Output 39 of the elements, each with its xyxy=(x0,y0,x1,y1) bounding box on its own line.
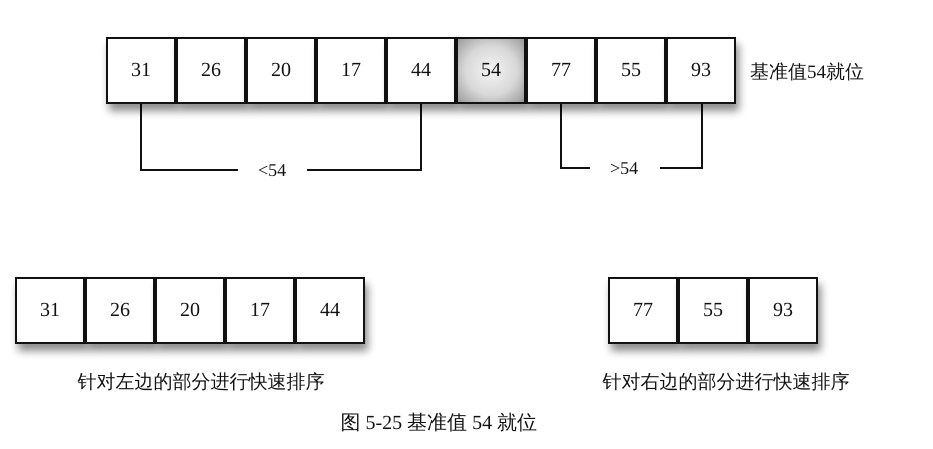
cell-value: 93 xyxy=(691,59,711,82)
array-cell xyxy=(748,277,818,344)
subarray-caption: 针对左边的部分进行快速排序 xyxy=(78,372,324,392)
cell-value: 44 xyxy=(320,299,340,322)
array-cell xyxy=(295,277,365,344)
figure-caption: 图 5-25 基准值 54 就位 xyxy=(340,413,538,433)
cell-value: 17 xyxy=(341,59,361,82)
cell-value: 44 xyxy=(411,59,431,82)
array-cell xyxy=(386,37,456,104)
array-cell xyxy=(316,37,386,104)
array-cell xyxy=(225,277,295,344)
array-cell xyxy=(526,37,596,104)
subarray-caption: 针对右边的部分进行快速排序 xyxy=(602,372,850,392)
cell-value: 55 xyxy=(703,299,723,322)
cell-value: 54 xyxy=(481,59,501,82)
cell-value: 17 xyxy=(250,299,270,322)
cell-value: 26 xyxy=(110,299,130,322)
cell-value: 93 xyxy=(773,299,793,322)
array-cell xyxy=(608,277,678,344)
cell-value: 77 xyxy=(633,299,653,322)
array-cell xyxy=(678,277,748,344)
cell-value: 20 xyxy=(271,59,291,82)
cell-value: 77 xyxy=(551,59,571,82)
cell-value: 55 xyxy=(621,59,641,82)
cell-value: 20 xyxy=(180,299,200,322)
array-cell xyxy=(596,37,666,104)
cell-value: 31 xyxy=(131,59,151,82)
cell-value: 26 xyxy=(201,59,221,82)
array-cell xyxy=(155,277,225,344)
bracket-label: >54 xyxy=(610,159,638,177)
bracket-label: <54 xyxy=(258,161,286,179)
array-cell xyxy=(176,37,246,104)
array-cell xyxy=(666,37,736,104)
array-cell xyxy=(456,37,526,104)
array-cell xyxy=(246,37,316,104)
cell-value: 31 xyxy=(40,299,60,322)
array-cell xyxy=(85,277,155,344)
array-cell xyxy=(15,277,85,344)
array-cell xyxy=(106,37,176,104)
